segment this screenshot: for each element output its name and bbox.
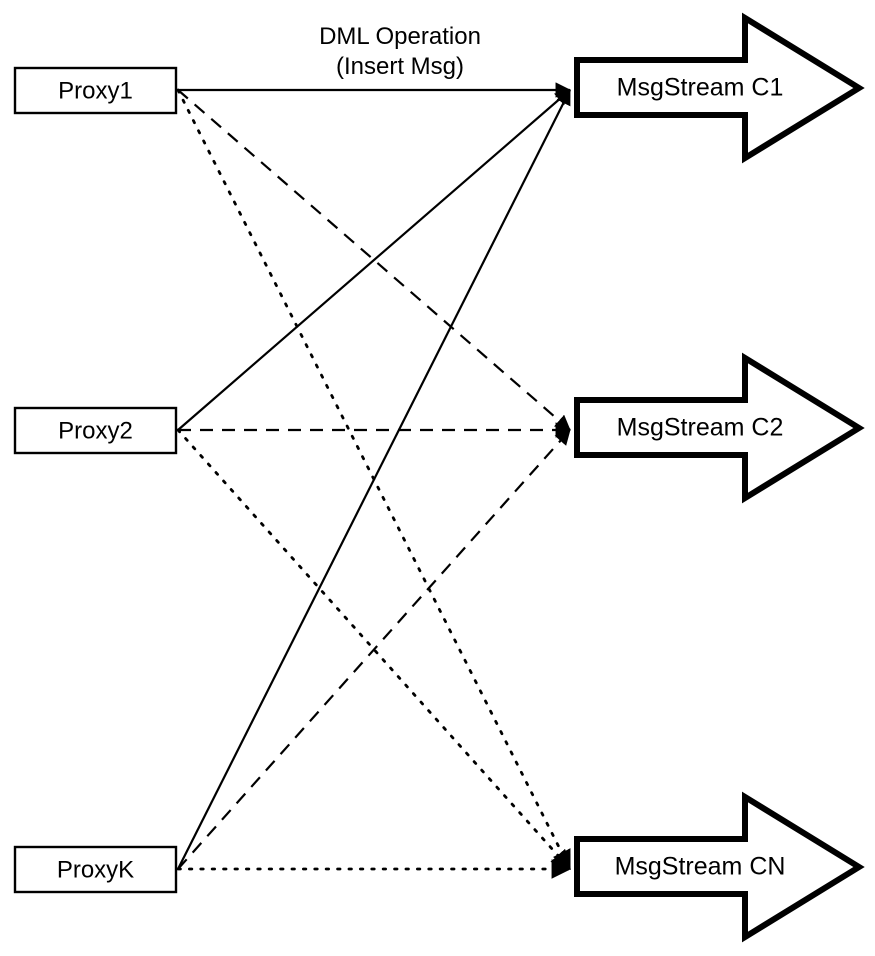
stream-node-c1[interactable]: MsgStream C1: [574, 12, 865, 164]
edge-proxy2-to-stream-c1: [177, 89, 571, 431]
proxy-node-proxy1[interactable]: Proxy1: [13, 66, 178, 115]
proxy1-box[interactable]: [13, 66, 178, 115]
proxy2-label: Proxy2: [58, 417, 133, 444]
stream-node-cn[interactable]: MsgStream CN: [574, 791, 865, 943]
stream-cn-label: MsgStream CN: [615, 853, 786, 881]
proxy-node-proxy2[interactable]: Proxy2: [13, 406, 178, 455]
dml-operation-caption-line1: DML Operation: [319, 23, 481, 50]
stream-c1-block-arrow-icon[interactable]: [574, 12, 865, 164]
edge-proxy2-to-stream-cn: [176, 428, 572, 871]
proxyk-box[interactable]: [13, 845, 178, 894]
stream-c2-block-arrow-icon[interactable]: [574, 352, 865, 504]
proxy2-box[interactable]: [13, 406, 178, 455]
edge-proxyk-to-stream-c1: [177, 89, 571, 870]
proxy-node-proxyk[interactable]: ProxyK: [13, 845, 178, 894]
proxy1-label: Proxy1: [58, 77, 133, 104]
proxyk-label: ProxyK: [57, 856, 134, 883]
stream-c2-label: MsgStream C2: [617, 414, 784, 442]
stream-node-c2[interactable]: MsgStream C2: [574, 352, 865, 504]
stream-cn-block-arrow-icon[interactable]: [574, 791, 865, 943]
stream-c1-label: MsgStream C1: [617, 74, 784, 102]
edge-proxyk-to-stream-c2: [177, 429, 571, 870]
dml-operation-caption-line2: (Insert Msg): [336, 53, 464, 80]
